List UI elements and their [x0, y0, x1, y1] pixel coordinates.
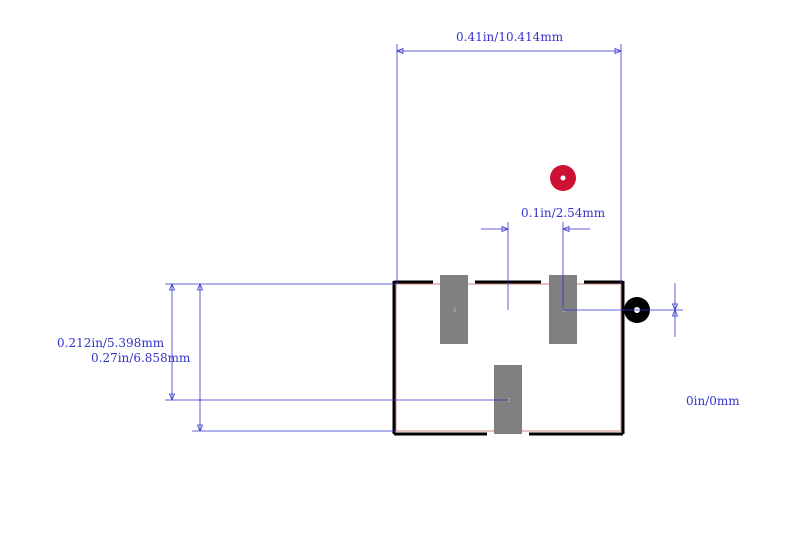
pin1-marker-icon — [550, 165, 576, 191]
inner-height-dimension-label: 0.212in/5.398mm — [57, 336, 165, 350]
pitch-dimension-label: 0.1in/2.54mm — [521, 206, 606, 220]
silkscreen-outline — [392, 280, 625, 436]
pad-2-label: 2 — [507, 398, 510, 404]
dimension-lines — [165, 44, 683, 433]
pad-3-label: 3 — [453, 308, 456, 314]
pad-2: 2 — [494, 365, 522, 434]
outer-height-dimension-label: 0.27in/6.858mm — [91, 351, 191, 365]
width-dimension-label: 0.41in/10.414mm — [456, 30, 564, 44]
pad-3: 3 — [440, 275, 468, 344]
pad-1-label: 1 — [562, 308, 565, 314]
offset-dimension-label: 0in/0mm — [686, 394, 740, 408]
